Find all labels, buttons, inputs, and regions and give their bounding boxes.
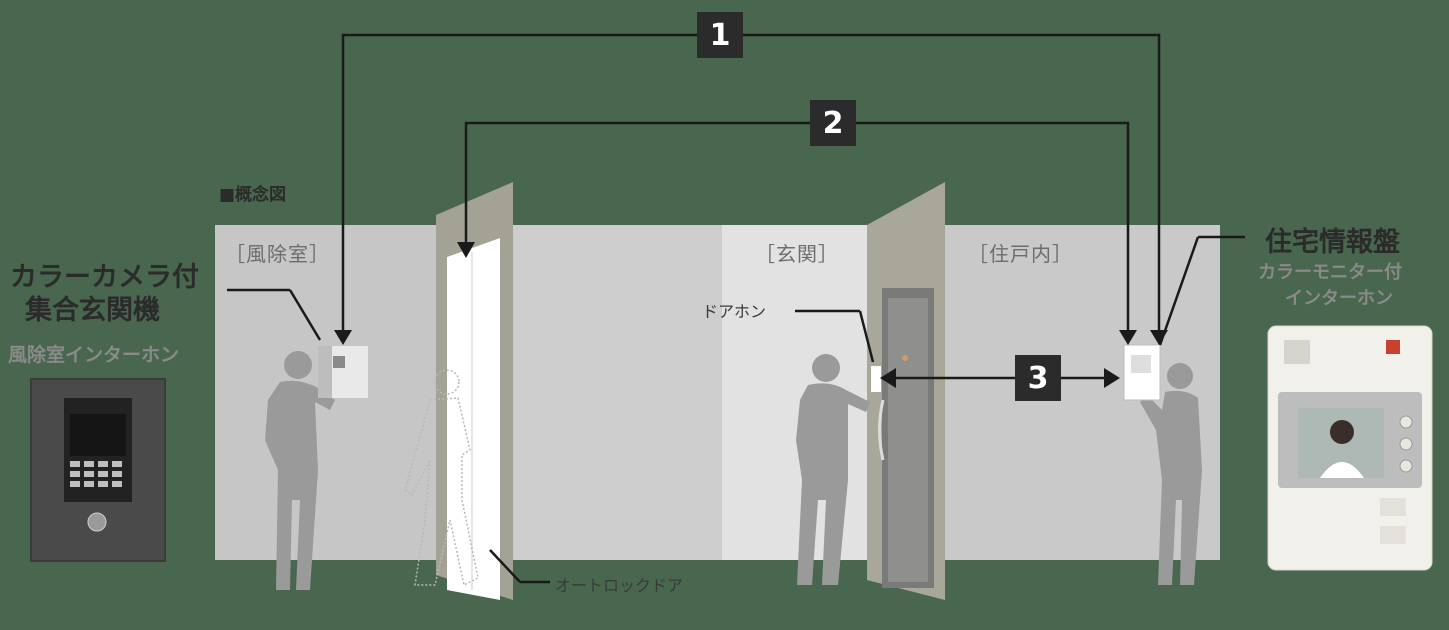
auto-lock-door xyxy=(436,182,513,600)
left-device-title-line1: カラーカメラ付 xyxy=(10,262,199,293)
person-unit xyxy=(1140,363,1202,585)
door-phone-label: ドアホン xyxy=(702,302,767,321)
right-device-subtitle-line1: カラーモニター付 xyxy=(1258,262,1402,283)
person-walking-ghost xyxy=(404,369,479,587)
person-vestibule xyxy=(265,351,335,590)
entrance-door xyxy=(867,182,945,600)
entrance-intercom-unit-image xyxy=(30,378,166,562)
home-monitor-image xyxy=(1267,325,1433,571)
arrowheads xyxy=(334,242,1168,388)
room-label-unit: ［住戸内］ xyxy=(968,242,1073,266)
lobby-wall xyxy=(505,225,725,560)
room-label-entrance: ［玄関］ xyxy=(755,242,839,266)
person-entrance xyxy=(796,354,870,585)
right-device-subtitle-line2: インターホン xyxy=(1285,288,1393,309)
diagram-title: ■概念図 xyxy=(219,185,287,205)
left-device-subtitle: 風除室インターホン xyxy=(8,344,180,366)
badge-1: 1 xyxy=(697,12,743,58)
connection-lines xyxy=(227,33,1245,584)
room-label-vestibule: ［風除室］ xyxy=(225,242,330,266)
unit-monitor-device xyxy=(1123,344,1161,401)
auto-lock-door-label: オートロックドア xyxy=(555,576,684,595)
right-device-title: 住宅情報盤 xyxy=(1265,227,1400,258)
door-phone-device xyxy=(871,366,881,392)
left-device-title-line2: 集合玄関機 xyxy=(25,295,160,326)
vestibule-intercom-panel xyxy=(318,346,368,398)
badge-2: 2 xyxy=(810,100,856,146)
badge-3: 3 xyxy=(1015,355,1061,401)
